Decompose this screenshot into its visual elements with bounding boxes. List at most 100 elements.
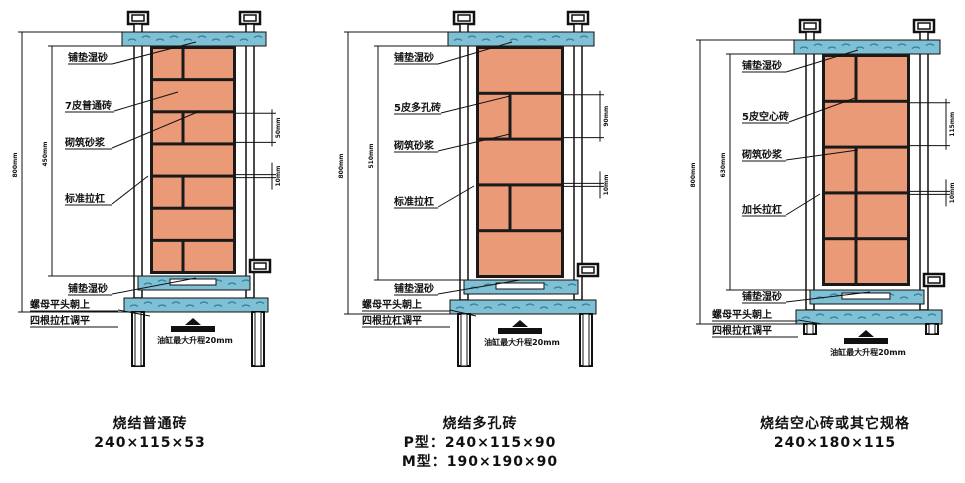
bottom-plate-texture xyxy=(157,279,167,282)
brick xyxy=(153,177,182,207)
lift-arrow xyxy=(858,330,874,337)
top-plate-texture xyxy=(127,38,137,41)
caption-2-line-2: M型：190×190×90 xyxy=(401,454,559,470)
base-plate-texture xyxy=(157,304,167,307)
callout-label-6: 螺母平头朝上 xyxy=(712,308,772,321)
caption-1-line-1: 240×115×53 xyxy=(94,435,206,451)
dim-joint-label: 10mm xyxy=(603,174,610,195)
cylinder-label: 油缸最大升程20mm xyxy=(157,335,233,345)
base-plate-texture xyxy=(511,306,521,309)
leader-line xyxy=(785,49,859,73)
cylinder-label: 油缸最大升程20mm xyxy=(484,337,560,347)
leg-inner xyxy=(460,313,468,367)
top-plate-texture xyxy=(855,46,865,49)
brick xyxy=(153,49,182,79)
side-nut-inner xyxy=(927,276,941,284)
brick xyxy=(825,240,855,283)
brick xyxy=(511,186,561,230)
top-plate-texture xyxy=(523,35,533,38)
bottom-plate-window xyxy=(841,292,891,300)
dim-total-label: 800mm xyxy=(690,162,697,187)
brick xyxy=(825,102,907,146)
top-plate-texture xyxy=(481,38,491,41)
brick xyxy=(479,94,509,138)
callout-label-3: 砌筑砂浆 xyxy=(64,136,106,149)
leader-line xyxy=(788,97,856,123)
lift-arrow xyxy=(185,318,201,325)
dim-total-label: 800mm xyxy=(12,152,19,177)
lift-arrow xyxy=(512,320,528,327)
leg-inner xyxy=(806,323,814,335)
base-plate-texture xyxy=(871,313,881,316)
callout-label-7: 四根拉杠调平 xyxy=(30,314,90,327)
leg-inner xyxy=(134,311,142,367)
top-plate-texture xyxy=(537,38,547,41)
bottom-plate-texture xyxy=(553,286,563,289)
top-left-nut-inner xyxy=(457,14,471,22)
leader-line xyxy=(437,133,511,152)
brick xyxy=(184,177,233,207)
base-plate-texture xyxy=(525,303,535,306)
leader-line xyxy=(785,291,871,303)
base-plate-texture xyxy=(843,313,853,316)
base-plate-texture xyxy=(129,304,139,307)
base-plate-texture xyxy=(829,316,839,319)
bottom-plate-texture xyxy=(227,282,237,285)
leg-inner xyxy=(582,313,590,367)
top-plate-texture xyxy=(239,38,249,41)
callout-label-5: 铺垫湿砂 xyxy=(394,282,434,295)
dim-brick-label: 115mm xyxy=(949,112,956,137)
caption-3: 烧结空心砖或其它规格 240×180×115 xyxy=(720,415,950,453)
base-plate-texture xyxy=(899,313,909,316)
top-plate-texture xyxy=(509,38,519,41)
base-plate-texture xyxy=(255,301,265,304)
top-right-nut-inner xyxy=(571,14,585,22)
top-plate-texture xyxy=(897,43,907,46)
dim-inner-label: 450mm xyxy=(42,141,49,166)
callout-label-4: 标准拉杠 xyxy=(393,195,434,208)
top-plate-texture xyxy=(869,43,879,46)
base-plate-texture xyxy=(913,316,923,319)
base-plate-texture xyxy=(801,316,811,319)
base-plate-texture xyxy=(539,306,549,309)
base-plate-texture xyxy=(143,301,153,304)
leader-line xyxy=(111,175,149,205)
bottom-plate-texture xyxy=(913,293,923,296)
right-tie-rod xyxy=(573,23,583,301)
top-plate-texture xyxy=(925,43,935,46)
top-plate-texture xyxy=(211,38,221,41)
brick xyxy=(153,241,182,271)
bottom-plate-window xyxy=(495,282,545,290)
top-plate-texture xyxy=(579,35,589,38)
callout-label-1: 铺垫湿砂 xyxy=(394,51,434,64)
top-plate-texture xyxy=(225,35,235,38)
leader-line xyxy=(785,193,821,216)
lift-bar xyxy=(844,338,888,344)
base-plate-texture xyxy=(857,316,867,319)
base-plate-texture xyxy=(815,313,825,316)
top-plate-texture xyxy=(565,38,575,41)
base-plate-texture xyxy=(483,306,493,309)
leader-line xyxy=(440,95,511,114)
top-plate-texture xyxy=(453,38,463,41)
callout-label-7: 四根拉杠调平 xyxy=(362,314,422,327)
leader-line xyxy=(437,185,475,208)
dim-inner-label: 510mm xyxy=(368,143,375,168)
top-right-nut-inner xyxy=(243,14,257,22)
caption-1-title: 烧结普通砖 xyxy=(112,416,188,432)
base-plate-texture xyxy=(171,301,181,304)
lift-bar xyxy=(171,326,215,332)
bottom-plate-texture xyxy=(899,296,909,299)
base-plate-texture xyxy=(581,303,591,306)
caption-3-line-1: 240×180×115 xyxy=(773,435,897,451)
leader-line xyxy=(111,41,197,65)
top-plate-texture xyxy=(155,38,165,41)
dim-total-label: 800mm xyxy=(338,153,345,178)
brick xyxy=(857,148,907,192)
brick xyxy=(825,57,855,100)
callout-label-1: 铺垫湿砂 xyxy=(742,59,782,72)
caption-1: 烧结普通砖 240×115×53 xyxy=(40,415,260,453)
